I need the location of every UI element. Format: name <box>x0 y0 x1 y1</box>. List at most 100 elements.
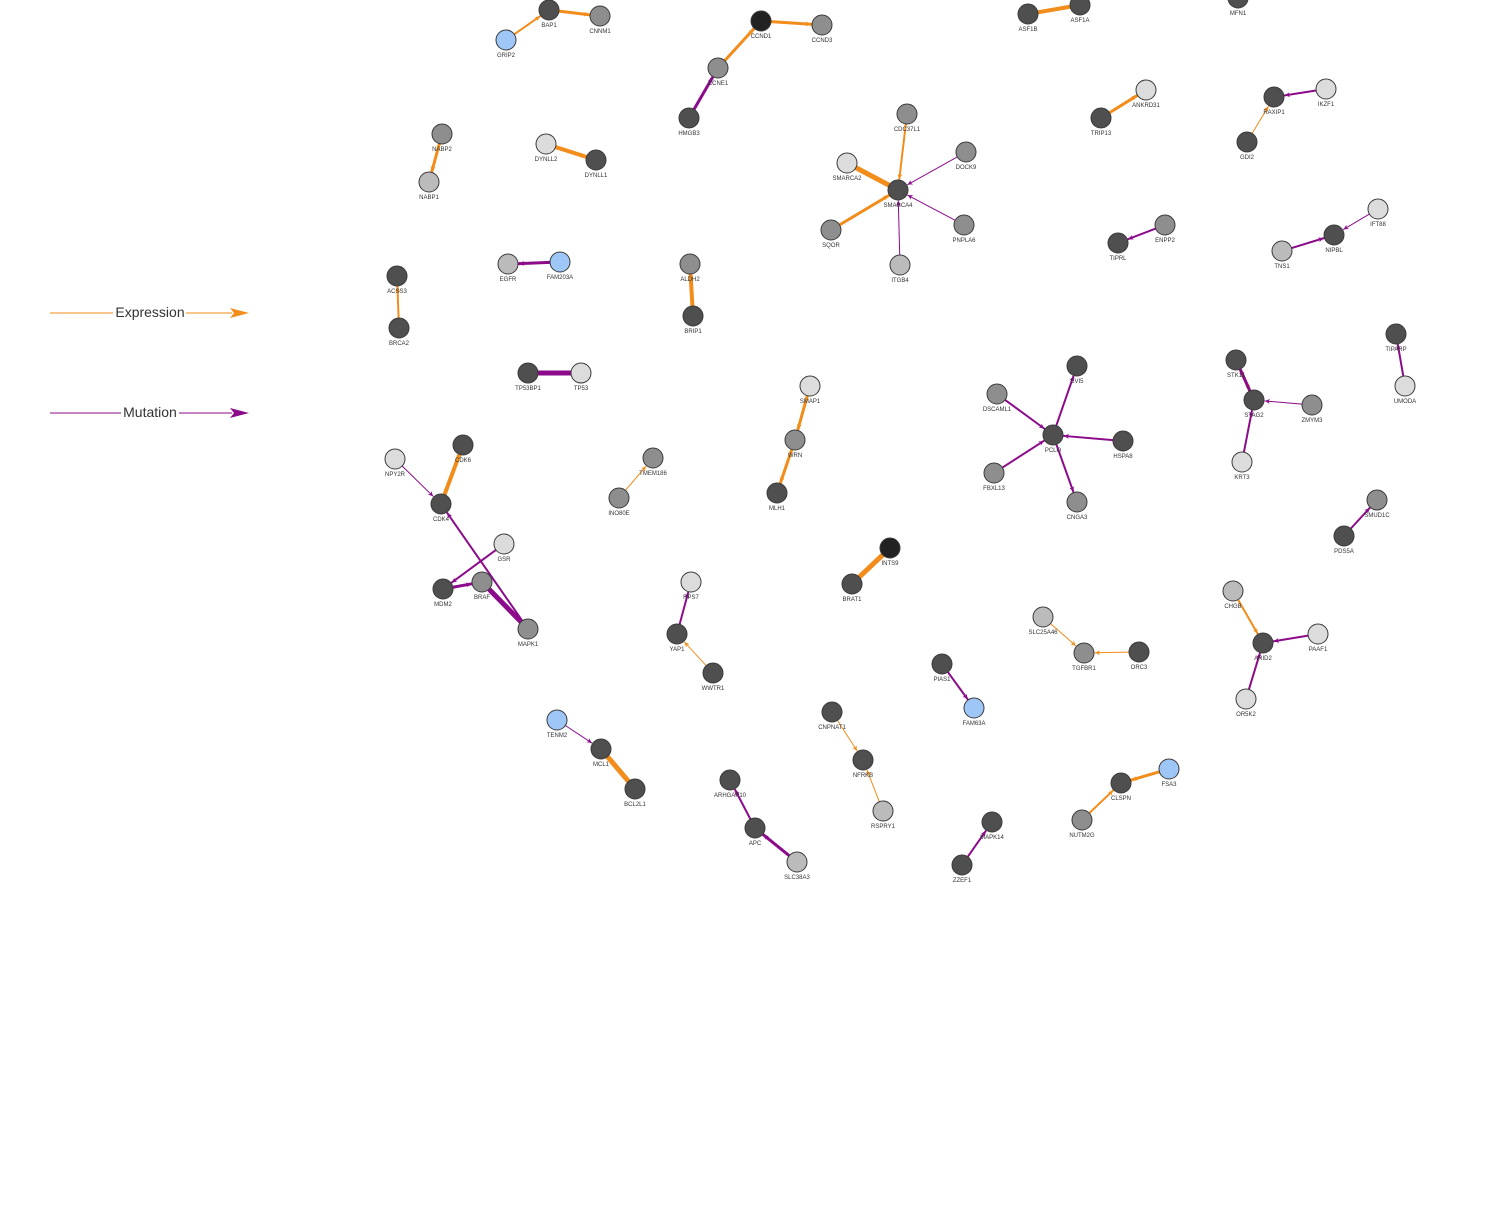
node-circle-arid2[interactable] <box>1252 632 1274 654</box>
edge-expression-sqor-to-smarca4[interactable] <box>838 194 891 227</box>
edge-mutation-fbxl13-to-pclo[interactable] <box>1001 439 1045 469</box>
node-circle-pnpla6[interactable] <box>953 214 975 236</box>
node-hspa8[interactable]: HSPA8 <box>1112 430 1134 460</box>
edge-mutation-pclo-to-evi5[interactable] <box>1055 375 1075 427</box>
node-gdi2[interactable]: GDI2 <box>1236 131 1258 161</box>
node-circle-dscaml1[interactable] <box>986 383 1008 405</box>
node-circle-bcl2l1[interactable] <box>624 778 646 800</box>
edge-mutation-itgb4-to-smarca4[interactable] <box>895 200 901 256</box>
node-nipbl[interactable]: NIPBL <box>1323 224 1345 254</box>
node-pnpla6[interactable]: PNPLA6 <box>952 214 976 244</box>
node-circle-orc3[interactable] <box>1128 641 1150 663</box>
node-pclo[interactable]: PCLO <box>1042 424 1064 454</box>
node-smarca2[interactable]: SMARCA2 <box>832 152 862 182</box>
node-slc38a3[interactable]: SLC38A3 <box>784 851 811 881</box>
node-bcl2l1[interactable]: BCL2L1 <box>624 778 647 808</box>
node-wwtr1[interactable]: WWTR1 <box>702 662 725 692</box>
edge-expression-smarca4-to-smarca2[interactable] <box>854 165 892 188</box>
node-circle-ccne1[interactable] <box>707 57 729 79</box>
node-cnga3[interactable]: CNGA3 <box>1066 491 1088 521</box>
node-mcl1[interactable]: MCL1 <box>590 738 612 768</box>
node-circle-chgb[interactable] <box>1222 580 1244 602</box>
node-circle-enpp2[interactable] <box>1154 214 1176 236</box>
node-circle-dynll2[interactable] <box>535 133 557 155</box>
node-circle-krt3[interactable] <box>1231 451 1253 473</box>
node-circle-tmem186[interactable] <box>642 447 664 469</box>
edge-mutation-stag2-to-stk11[interactable] <box>1239 368 1252 393</box>
node-mlh1[interactable]: MLH1 <box>766 482 788 512</box>
edge-expression-rspry1-to-nfrkb[interactable] <box>866 769 880 803</box>
node-circle-grip2[interactable] <box>495 29 517 51</box>
node-circle-mcl1[interactable] <box>590 738 612 760</box>
edge-mutation-tenm2-to-mcl1[interactable] <box>564 725 593 744</box>
node-mapk14[interactable]: MAPK14 <box>980 811 1004 841</box>
edge-mutation-yap1-to-rps7[interactable] <box>678 591 690 626</box>
node-circle-paaf1[interactable] <box>1307 623 1329 645</box>
node-asf1a[interactable]: ASF1A <box>1069 0 1091 24</box>
node-circle-slc25a46[interactable] <box>1032 606 1054 628</box>
node-mfn1[interactable]: MFN1 <box>1227 0 1249 17</box>
node-brat1[interactable]: BRAT1 <box>841 573 863 603</box>
edge-expression-cdk6-to-cdk4[interactable] <box>442 452 462 496</box>
edge-mutation-mdm2-to-braf[interactable] <box>451 582 473 589</box>
edge-mutation-fam203a-to-egfr[interactable] <box>517 260 552 266</box>
edge-mutation-paaf1-to-arid2[interactable] <box>1272 634 1310 643</box>
node-zzef1[interactable]: ZZEF1 <box>951 854 973 884</box>
node-tgfbr1[interactable]: TGFBR1 <box>1072 642 1096 672</box>
node-tiparp[interactable]: TIPARP <box>1385 323 1407 353</box>
node-nfrkb[interactable]: NFRKB <box>852 749 874 779</box>
node-circle-slc38a3[interactable] <box>786 851 808 873</box>
node-circle-zzef1[interactable] <box>951 854 973 876</box>
edge-mutation-tns1-to-nipbl[interactable] <box>1290 237 1325 250</box>
node-circle-fam63a[interactable] <box>963 697 985 719</box>
edge-mutation-or5k2-to-arid2[interactable] <box>1247 652 1261 691</box>
edge-mutation-pds5a-to-smud1c[interactable] <box>1349 507 1371 530</box>
edge-expression-mcl1-to-bcl2l1[interactable] <box>604 754 631 784</box>
node-circle-cdk4[interactable] <box>430 493 452 515</box>
node-fam203a[interactable]: FAM203A <box>547 251 573 281</box>
node-yap1[interactable]: YAP1 <box>666 623 688 653</box>
edge-expression-orc3-to-tgfbr1[interactable] <box>1094 650 1130 656</box>
node-circle-acss3[interactable] <box>386 265 408 287</box>
node-circle-tgfbr1[interactable] <box>1073 642 1095 664</box>
node-cnnm1[interactable]: CNNM1 <box>589 5 611 35</box>
edge-expression-wrn-to-mlh1[interactable] <box>779 447 794 485</box>
node-tp53[interactable]: TP53 <box>570 362 592 392</box>
node-ikzf1[interactable]: IKZF1 <box>1315 78 1337 108</box>
node-circle-cnga3[interactable] <box>1066 491 1088 513</box>
node-stk11[interactable]: STK11 <box>1225 349 1247 379</box>
node-circle-mapk1[interactable] <box>517 618 539 640</box>
edge-mutation-gsr-to-mdm2[interactable] <box>450 548 497 584</box>
node-cdk6[interactable]: CDK6 <box>452 434 474 464</box>
node-circle-cnpnat1[interactable] <box>821 701 843 723</box>
node-circle-tiprl[interactable] <box>1107 232 1129 254</box>
node-circle-tp53bp1[interactable] <box>517 362 539 384</box>
node-circle-zmym3[interactable] <box>1301 394 1323 416</box>
node-krt3[interactable]: KRT3 <box>1231 451 1253 481</box>
node-or5k2[interactable]: OR5K2 <box>1235 688 1257 718</box>
node-rspry1[interactable]: RSPRY1 <box>871 800 896 830</box>
edge-mutation-pclo-to-cnga3[interactable] <box>1055 443 1075 493</box>
node-trip13[interactable]: TRIP13 <box>1090 107 1112 137</box>
edge-expression-cnpnat1-to-nfrkb[interactable] <box>836 719 858 752</box>
edge-mutation-hspa8-to-pclo[interactable] <box>1062 433 1115 442</box>
node-brca2[interactable]: BRCA2 <box>388 317 410 347</box>
node-circle-fbxl13[interactable] <box>983 462 1005 484</box>
edge-expression-dynll2-to-dynll1[interactable] <box>553 145 588 159</box>
node-itgb4[interactable]: ITGB4 <box>889 254 911 284</box>
edge-expression-nabp2-to-nabp1[interactable] <box>430 142 441 173</box>
edge-expression-asf1b-to-asf1a[interactable] <box>1035 4 1072 15</box>
node-circle-tenm2[interactable] <box>546 709 568 731</box>
node-ccnd1[interactable]: CCND1 <box>750 10 772 40</box>
node-circle-tp53[interactable] <box>570 362 592 384</box>
node-tns1[interactable]: TNS1 <box>1271 240 1293 270</box>
edge-mutation-slc38a3-to-apc[interactable] <box>762 833 791 858</box>
node-sqor[interactable]: SQOR <box>820 219 842 249</box>
node-circle-hspa8[interactable] <box>1112 430 1134 452</box>
node-braf[interactable]: BRAF <box>471 571 493 601</box>
node-dscaml1[interactable]: DSCAML1 <box>983 383 1012 413</box>
node-orc3[interactable]: ORC3 <box>1128 641 1150 671</box>
edge-mutation-npy2r-to-cdk4[interactable] <box>401 465 434 497</box>
edge-expression-ino80e-to-tmem186[interactable] <box>624 465 647 491</box>
node-tmem186[interactable]: TMEM186 <box>639 447 667 477</box>
